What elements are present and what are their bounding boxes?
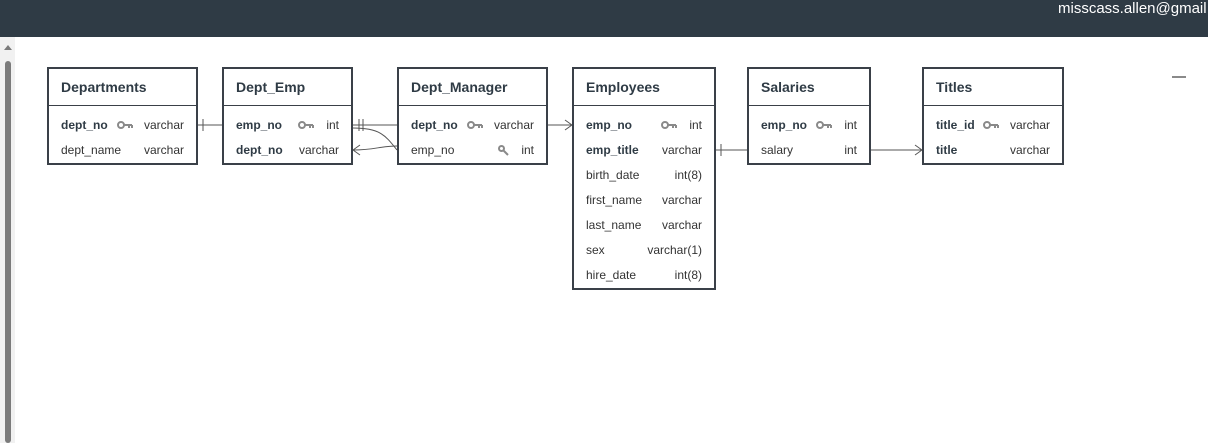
key-icon (982, 113, 999, 138)
column-name: salary (761, 143, 794, 157)
top-bar: misscass.allen@gmail.com (0, 0, 1208, 37)
entity-columns: dept_no varchar emp_no int (399, 106, 546, 163)
link-employees-salaries (715, 144, 747, 156)
column-name: emp_no (761, 118, 808, 132)
column-row[interactable]: emp_no int (399, 138, 546, 163)
column-type: varchar (1009, 143, 1050, 157)
key-icon (466, 113, 483, 138)
column-name: dept_no (411, 118, 458, 132)
column-type: varchar (661, 193, 702, 207)
column-type: int (689, 118, 702, 132)
column-name: dept_no (61, 118, 108, 132)
entity-title[interactable]: Employees (574, 69, 714, 106)
column-type: int(8) (674, 268, 702, 282)
scrollbar-thumb[interactable] (5, 61, 11, 443)
column-row[interactable]: last_name varchar (574, 213, 714, 238)
entity-title[interactable]: Salaries (749, 69, 869, 106)
column-type: int (326, 118, 339, 132)
key-icon (661, 113, 678, 138)
entity-dept-emp[interactable]: Dept_Emp emp_no int dept_no varchar (222, 67, 353, 165)
column-name: title_id (936, 118, 975, 132)
column-type: varchar(1) (647, 243, 702, 257)
column-type: varchar (493, 118, 534, 132)
user-email[interactable]: misscass.allen@gmail.com (1058, 0, 1208, 17)
column-name: dept_name (61, 143, 122, 157)
entity-title[interactable]: Titles (924, 69, 1062, 106)
column-row[interactable]: emp_no int (574, 113, 714, 138)
column-type: varchar (661, 218, 702, 232)
column-name: birth_date (586, 168, 640, 182)
column-row[interactable]: title varchar (924, 138, 1062, 163)
foreign-key-icon (498, 138, 509, 163)
column-type: varchar (1009, 118, 1050, 132)
column-row[interactable]: emp_title varchar (574, 138, 714, 163)
link-departments-dept-emp (197, 119, 222, 131)
column-row[interactable]: title_id varchar (924, 113, 1062, 138)
column-row[interactable]: sex varchar(1) (574, 238, 714, 263)
column-type: int (844, 143, 857, 157)
entity-title[interactable]: Dept_Emp (224, 69, 351, 106)
entity-title[interactable]: Dept_Manager (399, 69, 546, 106)
scroll-up-arrow-icon[interactable] (4, 45, 12, 50)
column-name: emp_title (586, 143, 639, 157)
link-salaries-titles (870, 144, 923, 156)
column-type: varchar (143, 143, 184, 157)
column-row[interactable]: hire_date int(8) (574, 263, 714, 288)
column-name: first_name (586, 193, 643, 207)
vertical-scrollbar[interactable] (0, 37, 15, 443)
column-name: title (936, 143, 958, 157)
column-type: int (521, 143, 534, 157)
column-type: int(8) (674, 168, 702, 182)
minimize-icon[interactable] (1172, 76, 1186, 78)
column-row[interactable]: dept_no varchar (49, 113, 196, 138)
column-row[interactable]: dept_name varchar (49, 138, 196, 163)
link-dept-manager-employees (547, 119, 573, 131)
column-type: varchar (661, 143, 702, 157)
key-icon (816, 113, 833, 138)
column-row[interactable]: emp_no int (224, 113, 351, 138)
column-name: emp_no (236, 118, 283, 132)
column-name: last_name (586, 218, 642, 232)
column-row[interactable]: dept_no varchar (399, 113, 546, 138)
column-type: int (844, 118, 857, 132)
column-name: emp_no (586, 118, 633, 132)
key-icon (116, 113, 133, 138)
column-name: hire_date (586, 268, 637, 282)
entity-title[interactable]: Departments (49, 69, 196, 106)
link-dept-emp-dept-manager (352, 119, 398, 156)
column-row[interactable]: first_name varchar (574, 188, 714, 213)
key-icon (298, 113, 315, 138)
column-type: varchar (143, 118, 184, 132)
column-name: emp_no (411, 143, 455, 157)
entity-columns: emp_no int dept_no varchar (224, 106, 351, 163)
column-row[interactable]: emp_no int (749, 113, 869, 138)
column-row[interactable]: salary int (749, 138, 869, 163)
column-type: varchar (298, 143, 339, 157)
column-name: dept_no (236, 143, 283, 157)
entity-dept-manager[interactable]: Dept_Manager dept_no varchar emp_no int (397, 67, 548, 165)
column-row[interactable]: birth_date int(8) (574, 163, 714, 188)
column-row[interactable]: dept_no varchar (224, 138, 351, 163)
column-name: sex (586, 243, 605, 257)
